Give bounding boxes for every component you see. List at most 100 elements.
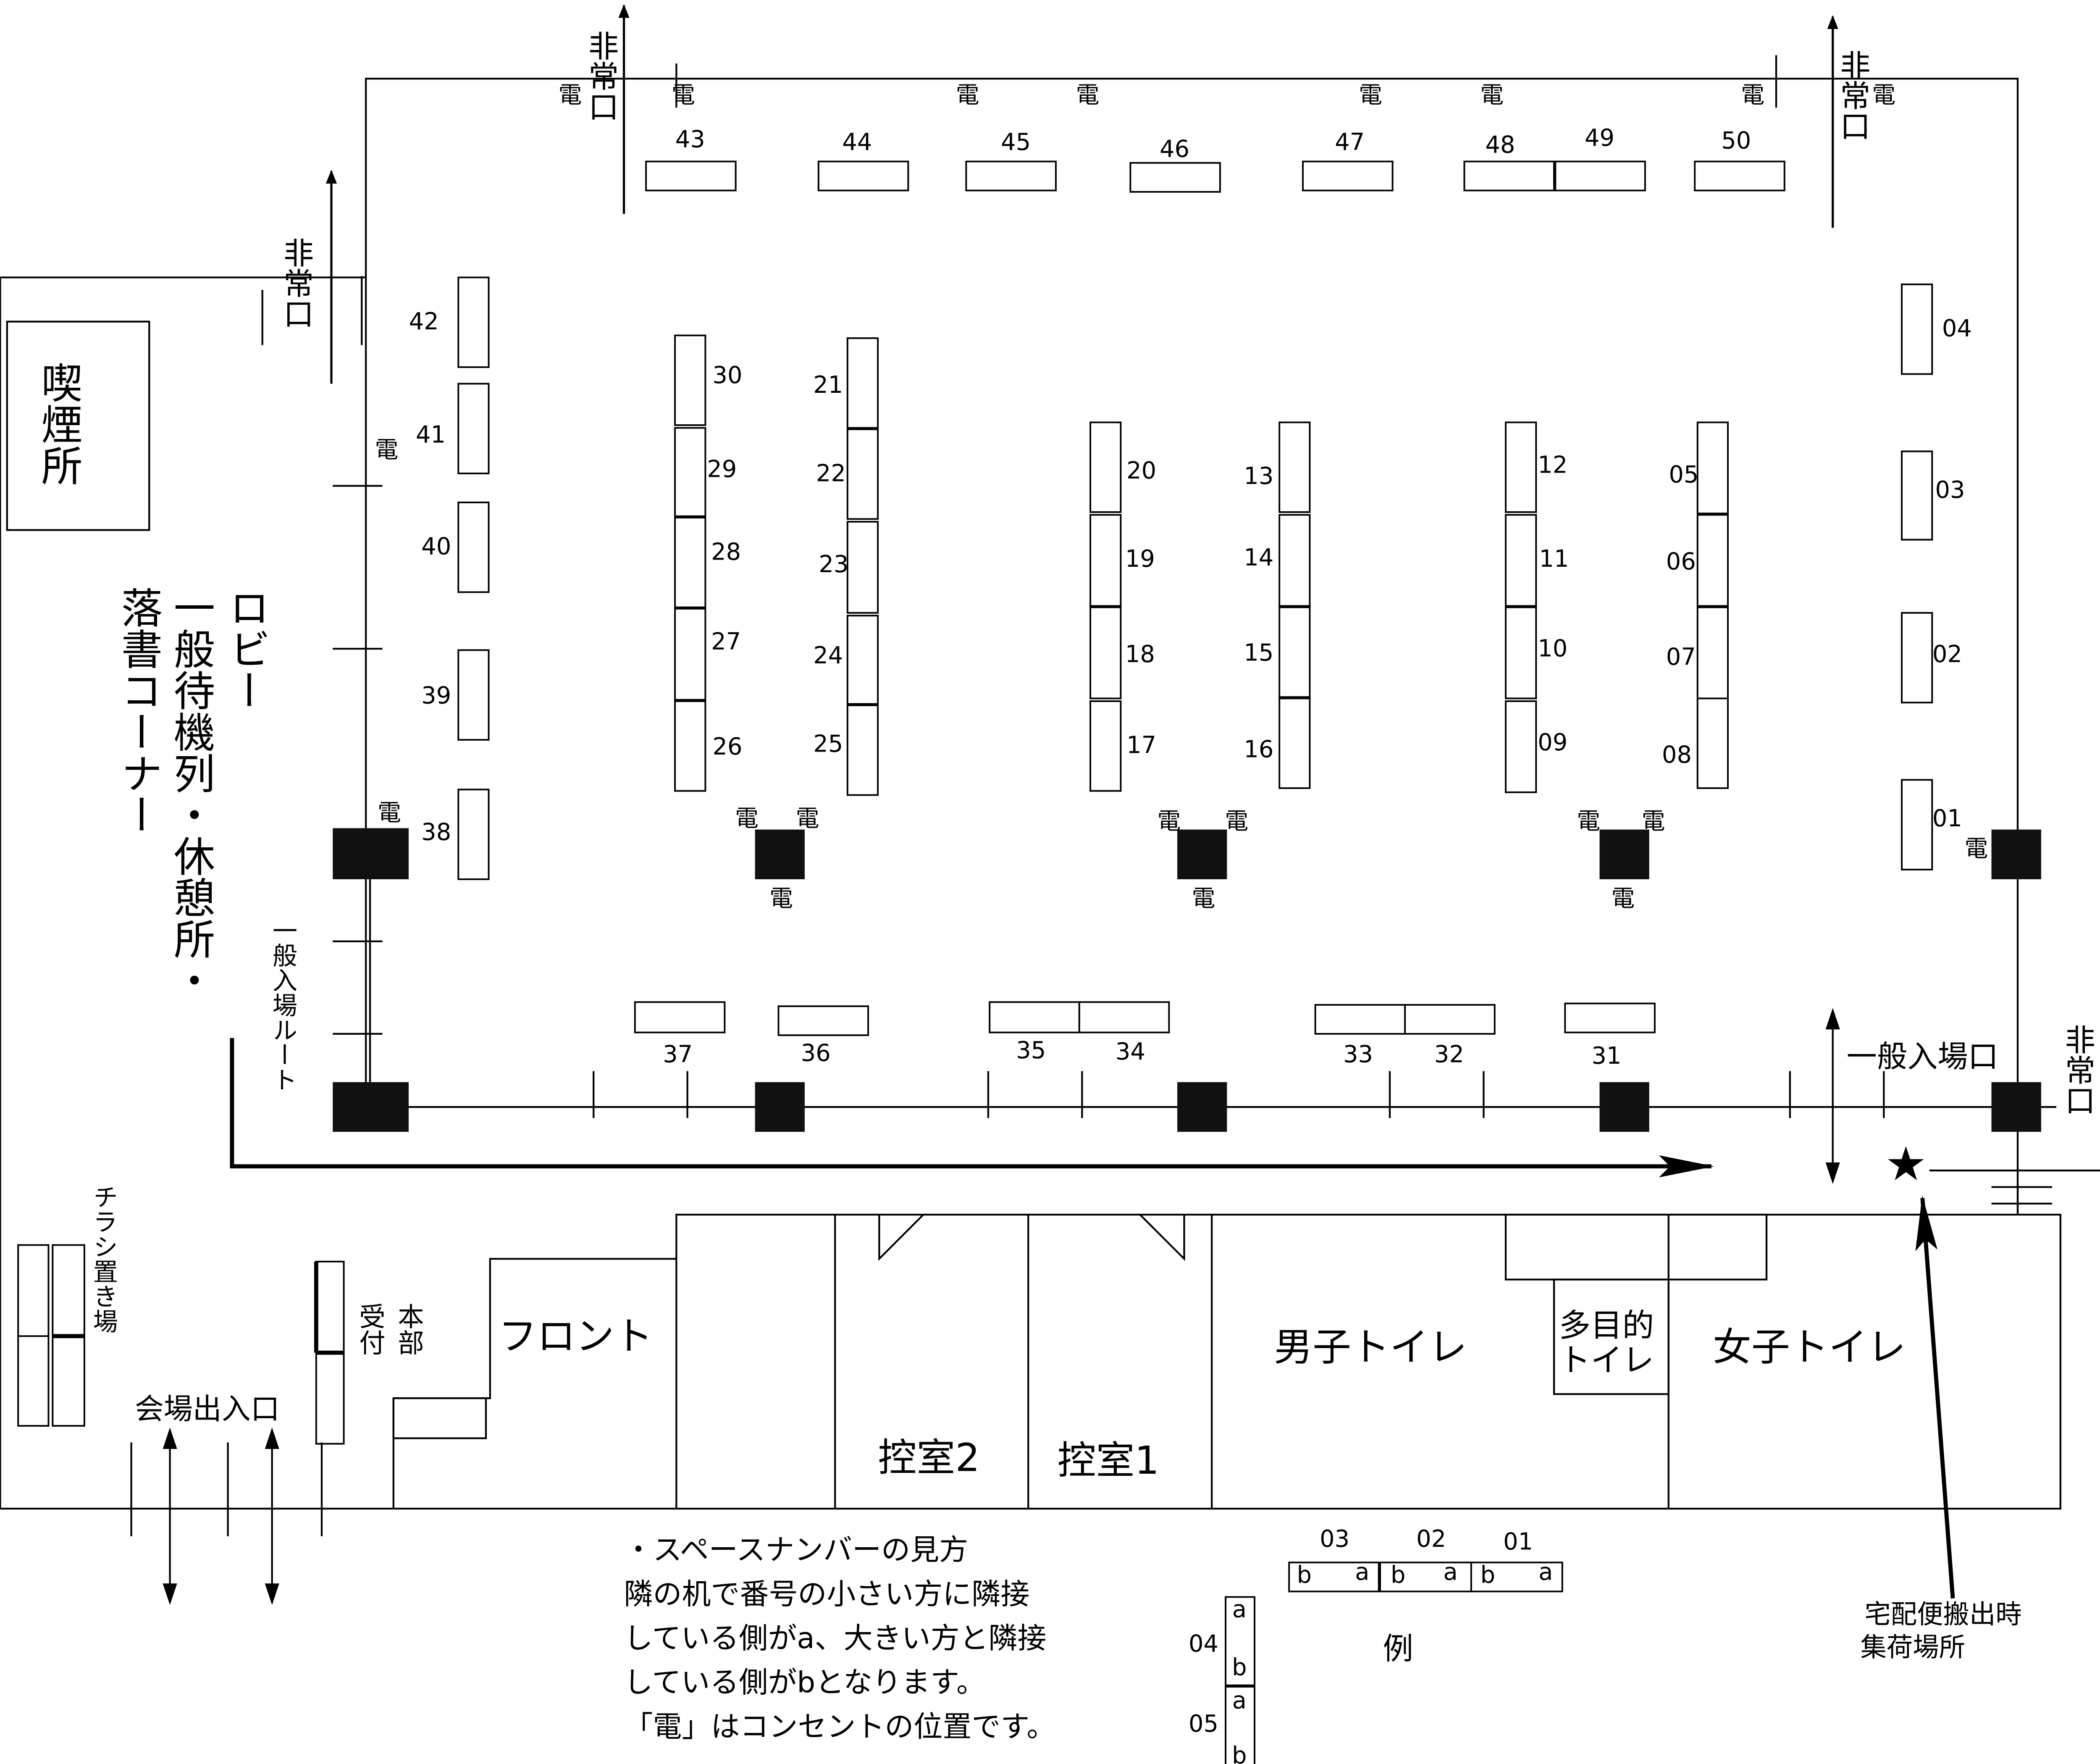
booth-table-05[interactable]: 05 [1669, 421, 1729, 515]
table-rect[interactable] [1089, 421, 1122, 513]
booth-table-35[interactable]: 35 [989, 1001, 1080, 1064]
booth-table-01[interactable]: 01 [1901, 779, 1962, 870]
booth-table-07[interactable]: 07 [1666, 606, 1729, 699]
table-rect[interactable] [1564, 1002, 1656, 1033]
table-rect[interactable] [1505, 421, 1537, 513]
booth-table-41[interactable]: 41 [416, 383, 490, 474]
table-rect[interactable] [1278, 697, 1311, 789]
booth-table-39[interactable]: 39 [421, 649, 490, 741]
table-rect[interactable] [1901, 283, 1933, 375]
table-rect[interactable] [1696, 606, 1729, 699]
booth-table-38[interactable]: 38 [421, 789, 490, 880]
table-rect[interactable] [674, 427, 706, 517]
table-rect[interactable] [1278, 421, 1311, 513]
table-rect[interactable] [1089, 514, 1122, 607]
booth-table-47[interactable]: 47 [1302, 129, 1394, 192]
table-rect[interactable] [1901, 779, 1933, 870]
table-rect[interactable] [1505, 514, 1537, 607]
table-rect[interactable] [1089, 606, 1122, 699]
booth-table-31[interactable]: 31 [1564, 1002, 1656, 1070]
booth-table-34[interactable]: 34 [1078, 1001, 1170, 1065]
table-rect[interactable] [457, 276, 490, 368]
table-rect[interactable] [1554, 160, 1646, 192]
table-rect[interactable] [674, 517, 706, 608]
table-rect[interactable] [1278, 606, 1311, 698]
table-rect[interactable] [1901, 612, 1933, 704]
table-rect[interactable] [846, 337, 879, 429]
table-rect[interactable] [1278, 514, 1311, 607]
table-rect[interactable] [846, 615, 879, 705]
booth-table-06[interactable]: 06 [1666, 514, 1729, 607]
table-rect[interactable] [457, 383, 490, 474]
table-rect[interactable] [1696, 697, 1729, 789]
table-rect[interactable] [457, 501, 490, 593]
booth-table-09[interactable]: 09 [1505, 700, 1567, 793]
booth-table-36[interactable]: 36 [777, 1005, 869, 1067]
table-rect[interactable] [674, 334, 706, 426]
booth-table-37[interactable]: 37 [634, 1001, 726, 1068]
table-rect[interactable] [1901, 450, 1933, 541]
table-rect[interactable] [846, 521, 879, 614]
table-rect[interactable] [1694, 160, 1785, 192]
booth-table-32[interactable]: 32 [1404, 1004, 1496, 1068]
table-rect[interactable] [1078, 1001, 1170, 1033]
booth-table-13[interactable]: 13 [1244, 421, 1311, 513]
booth-table-17[interactable]: 17 [1089, 700, 1156, 792]
booth-table-12[interactable]: 12 [1505, 421, 1567, 513]
booth-table-22[interactable]: 22 [816, 428, 879, 520]
table-rect[interactable] [1463, 160, 1555, 192]
table-rect[interactable] [674, 607, 706, 701]
booth-table-50[interactable]: 50 [1694, 127, 1785, 192]
table-rect[interactable] [674, 700, 706, 792]
booth-table-24[interactable]: 24 [813, 615, 879, 705]
booth-table-03[interactable]: 03 [1901, 450, 1965, 541]
table-rect[interactable] [777, 1005, 869, 1036]
booth-table-33[interactable]: 33 [1314, 1004, 1406, 1068]
table-rect[interactable] [846, 428, 879, 520]
booth-table-40[interactable]: 40 [421, 501, 490, 593]
booth-table-19[interactable]: 19 [1089, 514, 1155, 607]
booth-table-23[interactable]: 23 [819, 521, 879, 614]
booth-table-08[interactable]: 08 [1662, 697, 1729, 789]
booth-table-21[interactable]: 21 [813, 337, 879, 429]
table-rect[interactable] [1314, 1004, 1406, 1035]
booth-table-45[interactable]: 45 [965, 129, 1057, 192]
booth-table-11[interactable]: 11 [1505, 514, 1569, 607]
table-rect[interactable] [457, 649, 490, 741]
table-rect[interactable] [1089, 700, 1122, 792]
table-rect[interactable] [817, 160, 909, 192]
booth-table-43[interactable]: 43 [645, 126, 737, 192]
booth-table-48[interactable]: 48 [1463, 131, 1555, 192]
booth-table-16[interactable]: 16 [1244, 697, 1311, 789]
booth-table-28[interactable]: 28 [674, 517, 741, 608]
table-rect[interactable] [645, 160, 737, 192]
table-rect[interactable] [1404, 1004, 1496, 1035]
booth-table-27[interactable]: 27 [674, 607, 741, 701]
booth-table-02[interactable]: 02 [1901, 612, 1962, 704]
booth-table-14[interactable]: 14 [1244, 514, 1311, 607]
table-rect[interactable] [1696, 421, 1729, 515]
table-rect[interactable] [1302, 160, 1394, 192]
booth-table-18[interactable]: 18 [1089, 606, 1155, 699]
table-rect[interactable] [457, 789, 490, 880]
booth-table-46[interactable]: 46 [1129, 135, 1221, 193]
booth-table-49[interactable]: 49 [1554, 124, 1646, 192]
booth-table-20[interactable]: 20 [1089, 421, 1156, 513]
table-rect[interactable] [634, 1001, 726, 1033]
booth-table-15[interactable]: 15 [1244, 606, 1311, 698]
table-rect[interactable] [989, 1001, 1080, 1033]
booth-table-42[interactable]: 42 [409, 276, 490, 368]
booth-table-25[interactable]: 25 [813, 704, 879, 796]
table-rect[interactable] [1505, 700, 1537, 793]
booth-table-29[interactable]: 29 [674, 427, 737, 517]
booth-table-10[interactable]: 10 [1505, 606, 1567, 699]
booth-table-04[interactable]: 04 [1901, 283, 1972, 375]
table-rect[interactable] [1505, 606, 1537, 699]
table-rect[interactable] [1696, 514, 1729, 607]
booth-table-30[interactable]: 30 [674, 334, 742, 426]
booth-table-26[interactable]: 26 [674, 700, 742, 792]
table-rect[interactable] [1129, 162, 1221, 193]
table-rect[interactable] [846, 704, 879, 796]
booth-table-44[interactable]: 44 [817, 129, 909, 192]
table-rect[interactable] [965, 160, 1057, 192]
